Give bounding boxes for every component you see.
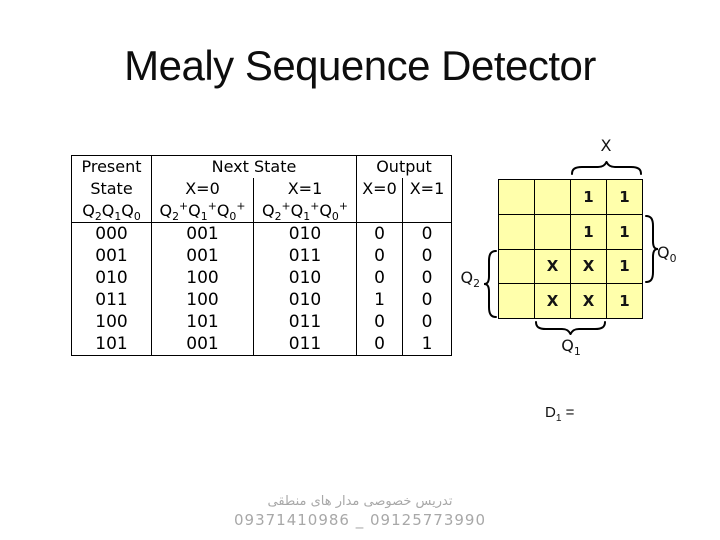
kmap-cell: 1 — [571, 214, 606, 249]
next-state-x1-header: X=1 — [253, 178, 357, 200]
kmap-label-q2: Q2 — [460, 268, 480, 291]
kmap-cell — [499, 180, 534, 214]
kmap-cell — [535, 214, 570, 249]
table-cell: 0 — [356, 245, 403, 267]
kmap-cell: X — [535, 284, 570, 318]
table-cell: 100 — [71, 311, 152, 333]
output-x0-header: X=0 — [356, 178, 403, 223]
next-state-header: Next State — [151, 155, 357, 178]
table-cell: 000 — [71, 222, 152, 245]
kmap-cell: 1 — [607, 214, 642, 249]
table-cell: 001 — [151, 222, 254, 245]
kmap-left-brace-icon — [483, 250, 497, 318]
kmap-cell: X — [571, 249, 606, 284]
kmap-cell: X — [535, 249, 570, 284]
footer-credit-line: تدریس خصوصی مدار های منطقی — [267, 494, 453, 509]
table-cell: 011 — [253, 333, 357, 356]
table-row: 010 100 010 0 0 — [71, 267, 452, 289]
output-header: Output — [376, 157, 432, 176]
table-cell: 0 — [421, 268, 433, 288]
kmap-cell — [499, 214, 534, 249]
next-state-x1-subheader: Q2+Q1+Q0+ — [253, 200, 357, 223]
output-x1-header: X=1 — [402, 178, 452, 223]
kmap-cell: 1 — [607, 249, 642, 284]
table-cell: 0 — [421, 224, 433, 244]
kmap-right-brace-icon — [645, 215, 659, 283]
table-cell: 011 — [253, 245, 357, 267]
table-cell: 0 — [421, 246, 433, 266]
state-transition-table: Present State Q2Q1Q0 Next State Output X… — [71, 155, 452, 356]
table-cell: 011 — [71, 289, 152, 311]
next-state-x0-header: X=0 — [151, 178, 254, 200]
table-cell: 010 — [253, 267, 357, 289]
kmap-cell: X — [571, 284, 606, 318]
table-cell: 010 — [71, 267, 152, 289]
kmap-label-q0: Q0 — [657, 243, 677, 266]
table-cell: 1 — [356, 289, 403, 311]
present-state-line1: Present — [81, 157, 142, 176]
karnaugh-map: 1 1 1 1 X X 1 X X 1 — [498, 179, 643, 319]
present-state-header: Present State Q2Q1Q0 — [71, 155, 152, 223]
table-row: 000 001 010 0 0 — [71, 222, 452, 245]
kmap-label-x: X — [600, 136, 612, 155]
table-cell: 0 — [421, 290, 433, 310]
table-cell: 1 — [421, 334, 433, 354]
table-cell: 011 — [253, 311, 357, 333]
table-row: 101 001 011 0 1 — [71, 333, 452, 356]
kmap-cell: 1 — [571, 180, 606, 214]
present-state-line2: State — [90, 179, 133, 198]
table-cell: 010 — [253, 289, 357, 311]
table-cell: 100 — [151, 267, 254, 289]
table-cell: 0 — [356, 333, 403, 356]
table-cell: 101 — [151, 311, 254, 333]
table-cell: 0 — [421, 312, 433, 332]
table-row: 001 001 011 0 0 — [71, 245, 452, 267]
kmap-label-q1: Q1 — [561, 336, 581, 359]
footer-phone-line: 09371410986 _ 09125773990 — [234, 511, 486, 529]
table-cell: 010 — [253, 222, 357, 245]
kmap-top-brace-icon — [571, 161, 642, 175]
kmap-cell — [535, 180, 570, 214]
table-cell: 001 — [151, 245, 254, 267]
table-row: 100 101 011 0 0 — [71, 311, 452, 333]
table-cell: 101 — [71, 333, 152, 356]
kmap-cell — [499, 249, 534, 284]
table-cell: 0 — [356, 311, 403, 333]
table-cell: 001 — [71, 245, 152, 267]
table-row: 011 100 010 1 0 — [71, 289, 452, 311]
table-cell: 100 — [151, 289, 254, 311]
kmap-cell: 1 — [607, 284, 642, 318]
equation-d1: D1 = — [545, 404, 575, 424]
kmap-cell — [499, 284, 534, 318]
next-state-x0-subheader: Q2+Q1+Q0+ — [151, 200, 254, 223]
table-cell: 0 — [356, 222, 403, 245]
table-cell: 001 — [151, 333, 254, 356]
kmap-cell: 1 — [607, 180, 642, 214]
kmap-bottom-brace-icon — [535, 321, 606, 335]
slide-title: Mealy Sequence Detector — [124, 42, 596, 89]
table-cell: 0 — [356, 267, 403, 289]
present-state-line3: Q2Q1Q0 — [82, 201, 141, 223]
